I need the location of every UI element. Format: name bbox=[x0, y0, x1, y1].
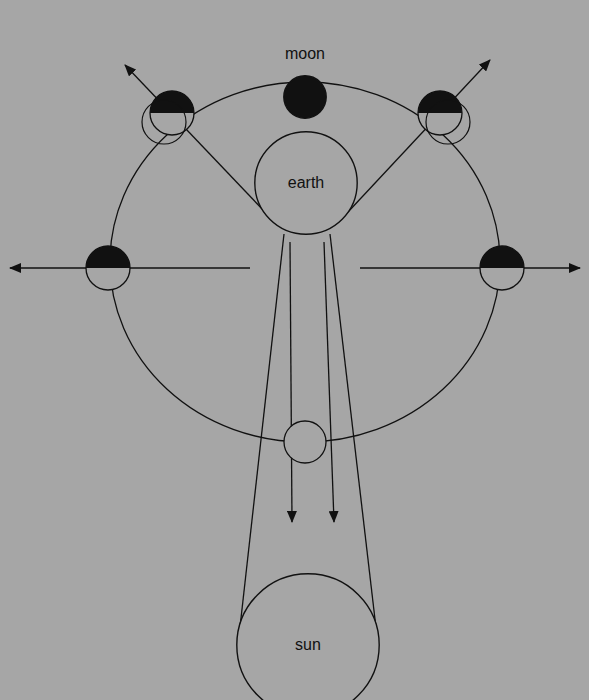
circle-outline bbox=[283, 75, 327, 119]
moon-phase bbox=[418, 91, 470, 144]
earth-circle: earth bbox=[254, 131, 358, 235]
new-moon bbox=[284, 421, 326, 463]
moon-node: moon bbox=[283, 75, 327, 119]
sunlight-arrow bbox=[324, 242, 334, 522]
moon-phase bbox=[480, 246, 524, 290]
moon-phase bbox=[86, 246, 130, 290]
direction-arrow bbox=[348, 60, 490, 212]
direction-arrow bbox=[360, 267, 580, 268]
sun-circle: sun bbox=[236, 573, 380, 700]
node-label: sun bbox=[295, 635, 321, 654]
node-heading: moon bbox=[285, 44, 325, 63]
direction-arrow bbox=[125, 65, 265, 212]
sunlight-arrow bbox=[290, 242, 292, 522]
moon-orbit bbox=[110, 82, 500, 442]
moon-phase bbox=[142, 91, 194, 144]
node-label: earth bbox=[288, 173, 324, 192]
